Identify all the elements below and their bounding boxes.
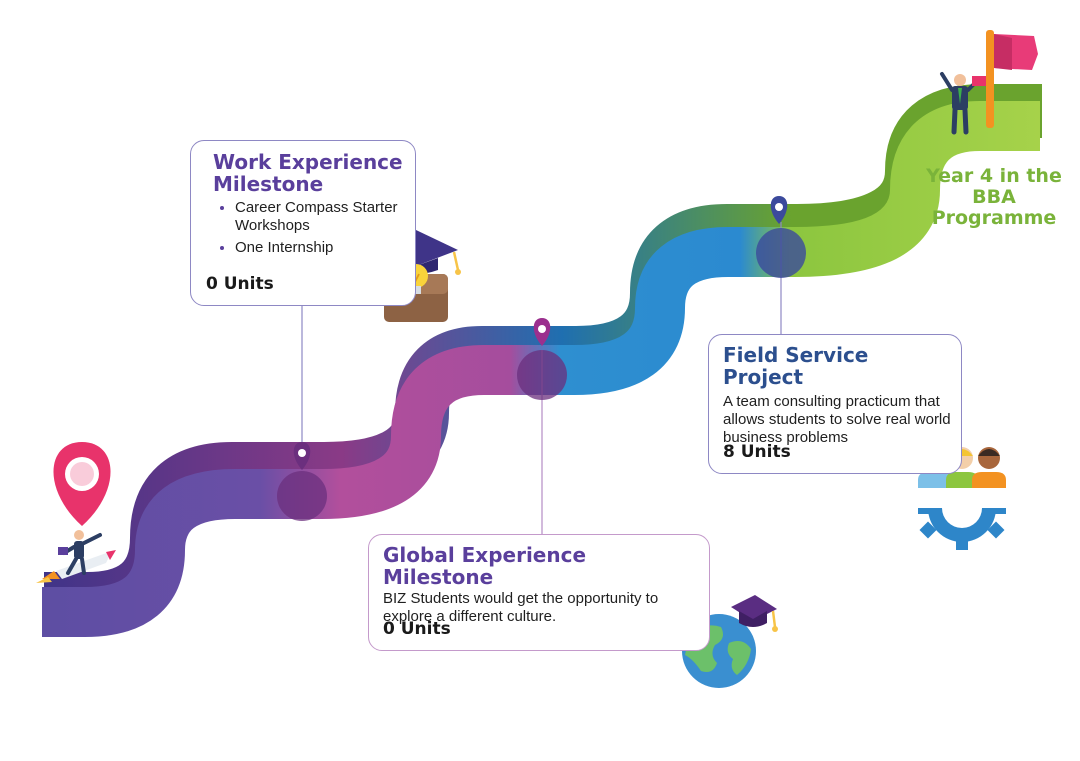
global-experience-units: 0 Units — [383, 619, 451, 639]
global-experience-description: BIZ Students would get the opportunity t… — [383, 590, 659, 626]
work-map-pin-icon — [293, 442, 311, 470]
global-milestone-dot — [517, 350, 567, 400]
work-experience-title: Work Experience Milestone — [213, 150, 403, 196]
field-map-pin-icon — [770, 196, 788, 224]
field-service-units: 8 Units — [723, 442, 791, 462]
field-milestone-dot — [756, 228, 806, 278]
work-bullet-internship: One Internship — [235, 239, 403, 257]
field-service-description: A team consulting practicum that allows … — [723, 393, 951, 447]
field-service-title: Field Service Project — [723, 343, 869, 389]
year-4-label: Year 4 in the BBA Programme — [926, 165, 1062, 229]
location-pin-icon — [53, 442, 111, 526]
global-experience-card: Global Experience Milestone BIZ Students… — [368, 534, 710, 651]
work-experience-units: 0 Units — [206, 274, 274, 294]
global-experience-title: Global Experience Milestone — [383, 543, 587, 589]
work-milestone-dot — [277, 471, 327, 521]
work-experience-list: Career Compass Starter Workshops One Int… — [213, 199, 403, 257]
work-bullet-workshops: Career Compass Starter Workshops — [235, 199, 403, 235]
road-ribbon — [42, 101, 1040, 637]
businessman-flag-icon — [940, 30, 1038, 135]
field-service-card: Field Service Project A team consulting … — [708, 334, 962, 474]
rocket-businessman-icon — [36, 530, 116, 583]
global-map-pin-icon — [533, 318, 551, 346]
work-experience-card: Work Experience Milestone Career Compass… — [190, 140, 416, 306]
